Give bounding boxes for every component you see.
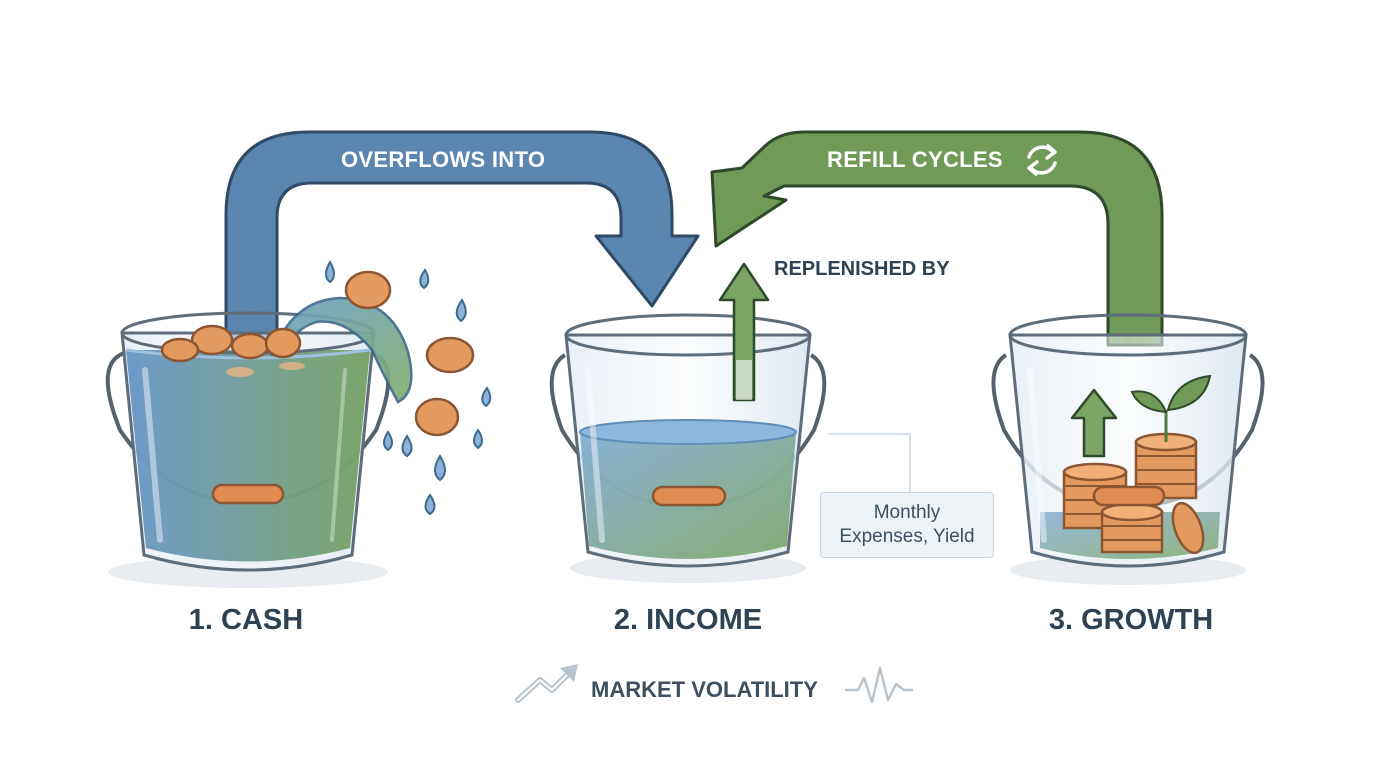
growth-bucket xyxy=(991,313,1265,568)
monthly-expenses-note: Monthly Expenses, Yield xyxy=(820,492,994,558)
up-arrow-icon xyxy=(718,262,770,402)
market-volatility-label: MARKET VOLATILITY xyxy=(591,677,818,702)
wave-icon xyxy=(844,666,914,704)
income-bucket xyxy=(549,313,827,568)
cash-bucket xyxy=(105,311,391,572)
overflow-arrow xyxy=(224,130,700,342)
refill-arrow xyxy=(710,130,1164,347)
growth-bucket-title: 3. GROWTH xyxy=(1048,604,1214,636)
overflow-stream xyxy=(264,259,492,516)
trend-up-icon xyxy=(515,664,578,703)
note-line-2: Expenses, Yield xyxy=(839,526,975,547)
note-connector xyxy=(828,433,911,492)
coin-stack xyxy=(1100,502,1164,554)
income-bucket-title: 2. INCOME xyxy=(613,604,763,636)
sprout-icon xyxy=(1130,374,1212,442)
replenished-by-label: REPLENISHED BY xyxy=(774,258,950,280)
note-line-1: Monthly xyxy=(873,502,941,523)
coin-stack xyxy=(1062,462,1128,530)
refresh-icon xyxy=(1027,144,1057,176)
up-arrow-icon xyxy=(1070,388,1118,458)
refill-cycles-label: REFILL CYCLES xyxy=(827,147,1003,172)
bucket-shadow xyxy=(1010,555,1246,585)
overflows-into-label: OVERFLOWS INTO xyxy=(341,147,546,172)
coin-stack xyxy=(1134,432,1198,500)
cash-bucket-title: 1. CASH xyxy=(188,604,304,636)
